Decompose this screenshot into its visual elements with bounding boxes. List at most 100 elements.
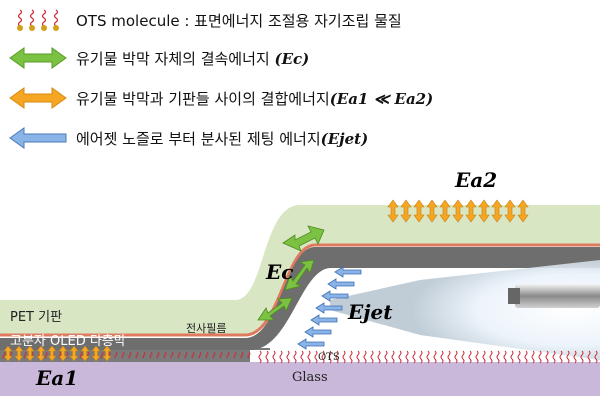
ots-molecule-icon (17, 9, 59, 31)
ots-molecule (170, 351, 174, 359)
diagram-canvas (0, 199, 600, 396)
ots-molecule (531, 350, 535, 364)
ots-molecule (233, 351, 237, 359)
ea1-arrow (3, 345, 13, 362)
ots-molecule-row (2, 350, 598, 364)
ots-molecule (503, 350, 507, 364)
ea1-arrow (69, 345, 79, 362)
ea2-arrow (517, 199, 529, 223)
ots-molecule (587, 350, 591, 364)
ots-molecule (461, 350, 465, 364)
ots-molecule (559, 350, 563, 364)
ots-molecule (391, 350, 395, 364)
ea1-arrow (58, 345, 68, 362)
legend-adhesion: 유기물 박막과 기판들 사이의 결합에너지(Ea1 ≪ Ea2) (8, 82, 433, 114)
ec-label: Ec (266, 260, 294, 284)
ots-molecule (279, 350, 283, 364)
double-arrow-orange-icon (9, 87, 67, 109)
cohesive-symbol: (Ec) (274, 49, 310, 68)
ots-molecule (286, 350, 290, 364)
ots-molecule (121, 351, 125, 359)
ots-molecule (328, 350, 332, 364)
ots-molecule (198, 351, 202, 359)
adhesion-symbol: (Ea1 ≪ Ea2) (329, 89, 434, 108)
legend-cohesive: 유기물 박막 자체의 결속에너지 (Ec) (8, 42, 309, 74)
ots-molecule (258, 350, 262, 364)
ots-molecule (114, 351, 118, 359)
ejet-label: Ejet (348, 300, 393, 324)
ea1-arrow (25, 345, 35, 362)
ots-molecule (426, 350, 430, 364)
ots-molecule (247, 351, 251, 359)
ea1-arrow (91, 345, 101, 362)
ea1-arrow (36, 345, 46, 362)
ea1-arrow-group (3, 345, 112, 362)
ots-molecule (191, 351, 195, 359)
ots-molecule (545, 350, 549, 364)
ots-molecule (552, 350, 556, 364)
adhesion-text: 유기물 박막과 기판들 사이의 결합에너지 (76, 89, 330, 108)
ea2-arrow-group (387, 199, 529, 223)
ots-molecule (177, 351, 181, 359)
ots-molecule (293, 350, 297, 364)
arrow-blue-icon (9, 127, 67, 149)
ots-molecule (419, 350, 423, 364)
double-arrow-green-icon (9, 47, 67, 69)
ots-molecule (496, 350, 500, 364)
ots-molecule (79, 351, 83, 359)
ots-molecule (440, 350, 444, 364)
oled-multilayer-label: 고분자 OLED 다층막 (10, 334, 126, 349)
ots-molecule (489, 350, 493, 364)
ots-molecule (300, 350, 304, 364)
ots-molecule (468, 350, 472, 364)
ots-molecule (219, 351, 223, 359)
ea2-label: Ea2 (455, 168, 498, 192)
ea2-arrow (465, 199, 477, 223)
ea2-arrow (491, 199, 503, 223)
ejet-arrow-group (297, 266, 362, 350)
ots-molecule (377, 350, 381, 364)
ots-molecule (398, 350, 402, 364)
ots-molecule (44, 351, 48, 359)
ots-molecule (517, 350, 521, 364)
ejet-arrow (327, 278, 355, 290)
ea2-arrow (400, 199, 412, 223)
cohesive-text: 유기물 박막 자체의 결속에너지 (76, 49, 275, 68)
ejet-arrow (321, 290, 349, 302)
ea1-arrow (80, 345, 90, 362)
transfer-film-label: 전사필름 (186, 322, 227, 335)
ejet-arrow (310, 314, 338, 326)
ots-molecule (205, 351, 209, 359)
ots-molecule (566, 350, 570, 364)
ots-molecule (212, 351, 216, 359)
ots-molecule (2, 351, 6, 359)
ots-molecule (475, 350, 479, 364)
ejet-arrow (304, 326, 332, 338)
ots-molecule (594, 350, 598, 364)
ec-arrow-2 (284, 259, 315, 291)
pet-film (0, 205, 600, 335)
ots-molecule (482, 350, 486, 364)
ots-molecule (538, 350, 542, 364)
organic-layer (0, 247, 600, 350)
legend: OTS molecule : 표면에너지 조절용 자기조립 물질 유기물 박막 … (0, 0, 600, 160)
nozzle-tip (508, 288, 520, 304)
ea2-arrow (478, 199, 490, 223)
jetting-symbol: (Ejet) (320, 129, 369, 148)
pet-substrate-label: PET 기판 (10, 310, 63, 325)
ots-molecule (142, 351, 146, 359)
ots-molecule (335, 350, 339, 364)
transfer-diagram: Ea2 Ec Ejet Ea1 PET 기판 고분자 OLED 다층막 전사필름… (0, 160, 600, 400)
ots-molecule (272, 350, 276, 364)
ea2-arrow (426, 199, 438, 223)
ots-molecule (265, 350, 269, 364)
ots-molecule (149, 351, 153, 359)
ots-molecule (128, 351, 132, 359)
ots-name: OTS molecule (76, 11, 180, 30)
ots-description: : 표면에너지 조절용 자기조립 물질 (179, 11, 402, 30)
ots-molecule (342, 350, 346, 364)
ots-molecule (314, 350, 318, 364)
ots-molecule (100, 351, 104, 359)
ejet-arrow (297, 338, 325, 350)
ots-molecule (356, 350, 360, 364)
